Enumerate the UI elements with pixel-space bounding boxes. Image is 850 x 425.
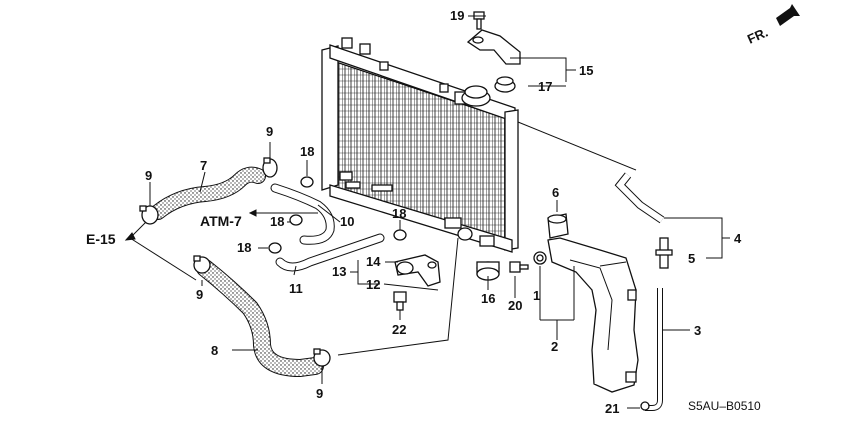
callout-18-left: 18 [237, 240, 251, 255]
hose-clamp [193, 255, 211, 274]
reserve-tank-cap [547, 213, 569, 239]
tank-grommet [533, 251, 547, 265]
front-direction-arrow: FR. [745, 4, 800, 47]
callout-1: 1 [533, 288, 540, 303]
callout-9-lower: 9 [316, 386, 323, 401]
callout-22: 22 [392, 322, 406, 337]
bolt-22 [393, 291, 407, 311]
callout-18-right: 18 [392, 206, 406, 221]
direction-label: FR. [745, 25, 770, 47]
callout-6: 6 [552, 185, 559, 200]
callout-18-upper: 18 [300, 144, 314, 159]
callout-21: 21 [605, 401, 619, 416]
callout-3: 3 [694, 323, 701, 338]
callout-15: 15 [579, 63, 593, 78]
atf-hose-11 [275, 233, 385, 272]
leader-lines [124, 15, 730, 409]
callout-2: 2 [551, 339, 558, 354]
lower-mount-bracket [394, 254, 441, 287]
upper-radiator-hose [150, 166, 266, 220]
lower-radiator-hose [196, 259, 324, 378]
atf-hose-10 [270, 183, 335, 245]
upper-mount-bracket [466, 29, 521, 65]
callout-19: 19 [450, 8, 464, 23]
hose-clamp [262, 157, 278, 178]
callout-7: 7 [200, 158, 207, 173]
bolt-20 [509, 261, 529, 273]
callout-4: 4 [734, 231, 742, 246]
bolt-19 [473, 11, 485, 30]
reserve-tank-hose [640, 288, 663, 411]
diagram-code: S5AU–B0510 [688, 399, 761, 413]
callout-11: 11 [289, 281, 303, 296]
callout-17: 17 [538, 79, 552, 94]
engine-reference-label: E-15 [86, 231, 116, 247]
callout-9-upper-left: 9 [145, 168, 152, 183]
small-clip [268, 176, 407, 254]
callout-18-mid: 18 [270, 214, 284, 229]
callout-20: 20 [508, 298, 522, 313]
reserve-tank [547, 237, 639, 393]
callout-numbers: 1 2 3 4 5 6 7 8 9 9 9 9 10 11 12 13 14 1… [145, 8, 742, 416]
callout-14: 14 [366, 254, 381, 269]
callout-5: 5 [688, 251, 695, 266]
atm-reference-label: ATM-7 [200, 213, 242, 229]
radiator-cap [461, 76, 516, 107]
hose-clamp [313, 348, 331, 367]
callout-9-upper: 9 [266, 124, 273, 139]
hose-clamp [139, 205, 159, 225]
mount-cushion-16 [476, 261, 500, 281]
callout-12: 12 [366, 277, 380, 292]
overflow-tube [614, 172, 673, 269]
callout-10: 10 [340, 214, 354, 229]
callout-8: 8 [211, 343, 218, 358]
callout-16: 16 [481, 291, 495, 306]
callout-9-lower-left: 9 [196, 287, 203, 302]
callout-13: 13 [332, 264, 346, 279]
